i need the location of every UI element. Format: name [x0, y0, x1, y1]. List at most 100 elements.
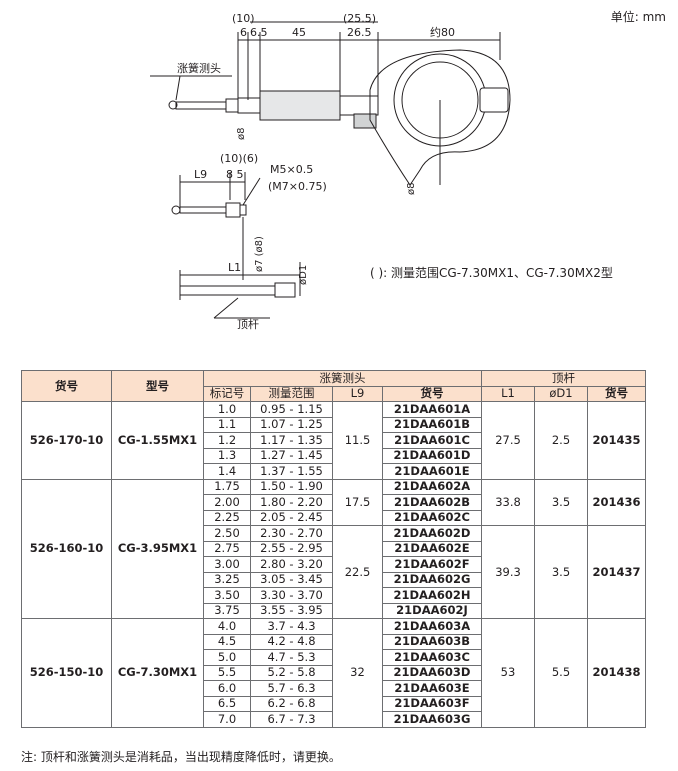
cell-range: 2.55 - 2.95 [250, 540, 333, 557]
cell-head-order: 21DAA601A [382, 401, 482, 418]
cell-range: 1.17 - 1.35 [250, 432, 333, 449]
cell-d1: 3.5 [534, 525, 588, 619]
cell-range: 3.7 - 4.3 [250, 618, 333, 635]
cell-head-order: 21DAA602E [382, 540, 482, 557]
cell-nominal: 1.0 [203, 401, 251, 418]
cell-range: 6.7 - 7.3 [250, 711, 333, 728]
dim-45: 45 [292, 26, 306, 39]
cell-head-order: 21DAA603G [382, 711, 482, 728]
dia-7: ø7 (ø8) [254, 236, 265, 272]
cell-rod-order: 201436 [587, 478, 646, 526]
cell-head-order: 21DAA602F [382, 556, 482, 573]
cell-model: CG-1.55MX1 [111, 401, 204, 480]
label-rod: 顶杆 [237, 317, 259, 331]
dim-25-5: (25.5) [343, 12, 376, 25]
hdr-l9: L9 [332, 385, 383, 402]
cell-range: 2.05 - 2.45 [250, 509, 333, 526]
cell-range: 2.80 - 3.20 [250, 556, 333, 573]
cell-range: 0.95 - 1.15 [250, 401, 333, 418]
hdr-order-no: 货号 [21, 370, 112, 402]
cell-head-order: 21DAA601D [382, 447, 482, 464]
cell-rod-order: 201437 [587, 525, 646, 619]
technical-drawing: (10) 6 6.5 45 (25.5) 26.5 约80 涨簧测头 ø8 ø8… [150, 12, 511, 331]
cell-range: 1.37 - 1.55 [250, 463, 333, 480]
cell-nominal: 2.50 [203, 525, 251, 542]
hdr-l1: L1 [481, 385, 535, 402]
cell-model: CG-7.30MX1 [111, 618, 204, 728]
cell-l1: 27.5 [481, 401, 535, 480]
cell-nominal: 3.25 [203, 571, 251, 588]
dim-80: 约80 [430, 26, 455, 39]
cell-head-order: 21DAA602C [382, 509, 482, 526]
cell-l9: 17.5 [332, 478, 383, 526]
cell-d1: 5.5 [534, 618, 588, 728]
cell-nominal: 1.2 [203, 432, 251, 449]
table-row: 526-170-10 CG-1.55MX1 1.0 0.95 - 1.15 11… [21, 401, 646, 480]
label-head: 涨簧测头 [177, 61, 221, 75]
cell-nominal: 3.75 [203, 602, 251, 619]
cell-head-order: 21DAA601B [382, 416, 482, 433]
hdr-nominal: 标记号 [203, 385, 251, 402]
cell-head-order: 21DAA603A [382, 618, 482, 635]
cell-nominal: 1.1 [203, 416, 251, 433]
dim-6-5: 6.5 [250, 26, 268, 39]
cell-order-no: 526-160-10 [21, 478, 112, 619]
cell-nominal: 4.0 [203, 618, 251, 635]
hdr-head-group: 涨簧测头 [203, 370, 482, 387]
cell-head-order: 21DAA603D [382, 664, 482, 681]
cell-l1: 39.3 [481, 525, 535, 619]
cell-d1: 2.5 [534, 401, 588, 480]
cell-nominal: 7.0 [203, 711, 251, 728]
hdr-d1: øD1 [534, 385, 588, 402]
cell-head-order: 21DAA601C [382, 432, 482, 449]
cell-model: CG-3.95MX1 [111, 478, 204, 619]
cell-l9: 22.5 [332, 525, 383, 619]
cell-d1: 3.5 [534, 478, 588, 526]
cell-head-order: 21DAA603C [382, 649, 482, 666]
cell-range: 1.07 - 1.25 [250, 416, 333, 433]
cell-nominal: 2.75 [203, 540, 251, 557]
cell-nominal: 6.5 [203, 695, 251, 712]
cell-nominal: 6.0 [203, 680, 251, 697]
unit-label: 单位: mm [610, 10, 666, 24]
cell-nominal: 4.5 [203, 633, 251, 650]
cell-head-order: 21DAA602D [382, 525, 482, 542]
dia-right: ø8 [406, 183, 417, 195]
cell-range: 3.55 - 3.95 [250, 602, 333, 619]
cell-range: 6.2 - 6.8 [250, 695, 333, 712]
cell-nominal: 1.4 [203, 463, 251, 480]
cell-nominal: 5.0 [203, 649, 251, 666]
cell-head-order: 21DAA602H [382, 587, 482, 604]
cell-nominal: 2.25 [203, 509, 251, 526]
table-row: 2.50 2.30 - 2.70 22.5 21DAA602D 39.3 3.5… [22, 525, 646, 619]
dim-8-5: 8 5 [226, 168, 244, 181]
dia-small: ø8 [236, 128, 247, 140]
table-row: 526-160-10 CG-3.95MX1 1.75 1.50 - 1.90 1… [21, 478, 646, 619]
dim-l1: L1 [228, 261, 241, 274]
cell-rod-order: 201438 [587, 618, 646, 728]
cell-head-order: 21DAA603F [382, 695, 482, 712]
footnote: 注: 顶杆和涨簧测头是消耗品，当出现精度降低时，请更换。 [21, 750, 341, 764]
cell-head-order: 21DAA602J [382, 602, 482, 619]
cell-rod-order: 201435 [587, 401, 646, 480]
cell-range: 5.2 - 5.8 [250, 664, 333, 681]
cell-l9: 11.5 [332, 401, 383, 480]
cell-head-order: 21DAA601E [382, 463, 482, 480]
hdr-head-order: 货号 [382, 385, 482, 402]
cell-range: 5.7 - 6.3 [250, 680, 333, 697]
dim-10: (10) [232, 12, 255, 25]
cell-head-order: 21DAA602G [382, 571, 482, 588]
cell-order-no: 526-170-10 [21, 401, 112, 480]
cell-order-no: 526-150-10 [21, 618, 112, 728]
cell-range: 4.2 - 4.8 [250, 633, 333, 650]
dim-d1: øD1 [298, 265, 309, 285]
dim-l9: L9 [194, 168, 207, 181]
